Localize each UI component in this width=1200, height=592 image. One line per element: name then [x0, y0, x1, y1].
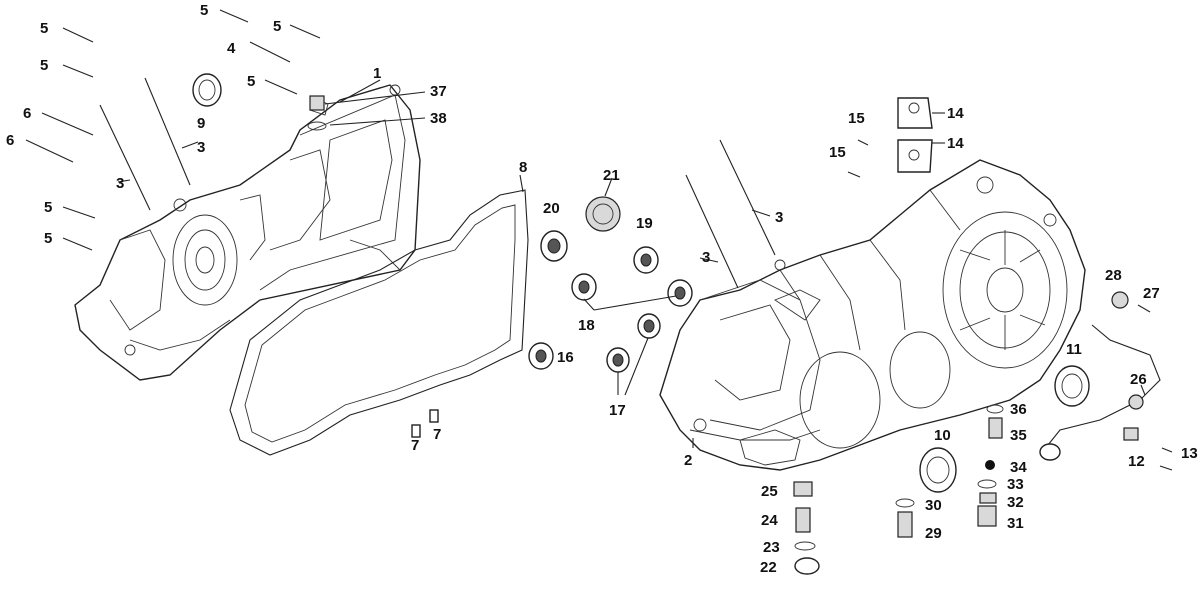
callout-28: 28: [1105, 267, 1122, 284]
callout-29: 29: [925, 525, 942, 542]
callout-26: 26: [1130, 371, 1147, 388]
small-parts: [192, 73, 1173, 575]
callout-1: 1: [373, 65, 381, 82]
callout-5: 5: [44, 199, 52, 216]
bolts: [25, 9, 321, 251]
callout-31: 31: [1007, 515, 1024, 532]
callout-6: 6: [23, 105, 31, 122]
callout-38: 38: [430, 110, 447, 127]
callout-12: 12: [1128, 453, 1145, 470]
callout-33: 33: [1007, 476, 1024, 493]
callout-34: 34: [1010, 459, 1027, 476]
callout-17: 17: [609, 402, 626, 419]
callout-5: 5: [247, 73, 255, 90]
callout-labels: 1 2 3 3 3 3 4 5 5 5 5 5 5 5 6 6 7 7 8 9 …: [6, 2, 1198, 576]
crankcase-gasket: [229, 189, 529, 456]
stud-bolts: [99, 77, 776, 289]
callout-3: 3: [116, 175, 124, 192]
callout-16: 16: [557, 349, 574, 366]
callout-32: 32: [1007, 494, 1024, 511]
callout-8: 8: [519, 159, 527, 176]
callout-15: 15: [829, 144, 846, 161]
callout-21: 21: [603, 167, 620, 184]
right-crankcase: [659, 159, 1086, 471]
callout-5: 5: [44, 230, 52, 247]
callout-27: 27: [1143, 285, 1160, 302]
left-crankcase: [74, 84, 421, 381]
callout-20: 20: [543, 200, 560, 217]
callout-7: 7: [411, 437, 419, 454]
callout-3: 3: [775, 209, 783, 226]
callout-9: 9: [197, 115, 205, 132]
callout-36: 36: [1010, 401, 1027, 418]
callout-13: 13: [1181, 445, 1198, 462]
callout-5: 5: [273, 18, 281, 35]
callout-23: 23: [763, 539, 780, 556]
callout-11: 11: [1066, 341, 1082, 358]
callout-15: 15: [848, 110, 865, 127]
callout-35: 35: [1010, 427, 1027, 444]
callout-5: 5: [40, 57, 48, 74]
callout-37: 37: [430, 83, 447, 100]
callout-7: 7: [433, 426, 441, 443]
callout-2: 2: [684, 452, 692, 469]
callout-3: 3: [197, 139, 205, 156]
callout-18: 18: [578, 317, 595, 334]
callout-5: 5: [40, 20, 48, 37]
callout-5: 5: [200, 2, 208, 19]
callout-3: 3: [702, 249, 710, 266]
callout-6: 6: [6, 132, 14, 149]
callout-14: 14: [947, 105, 964, 122]
callout-25: 25: [761, 483, 778, 500]
leader-lines: [117, 79, 1146, 448]
callout-14: 14: [947, 135, 964, 152]
callout-10: 10: [934, 427, 951, 444]
callout-30: 30: [925, 497, 942, 514]
callout-22: 22: [760, 559, 777, 576]
callout-19: 19: [636, 215, 653, 232]
callout-4: 4: [227, 40, 236, 57]
callout-24: 24: [761, 512, 778, 529]
